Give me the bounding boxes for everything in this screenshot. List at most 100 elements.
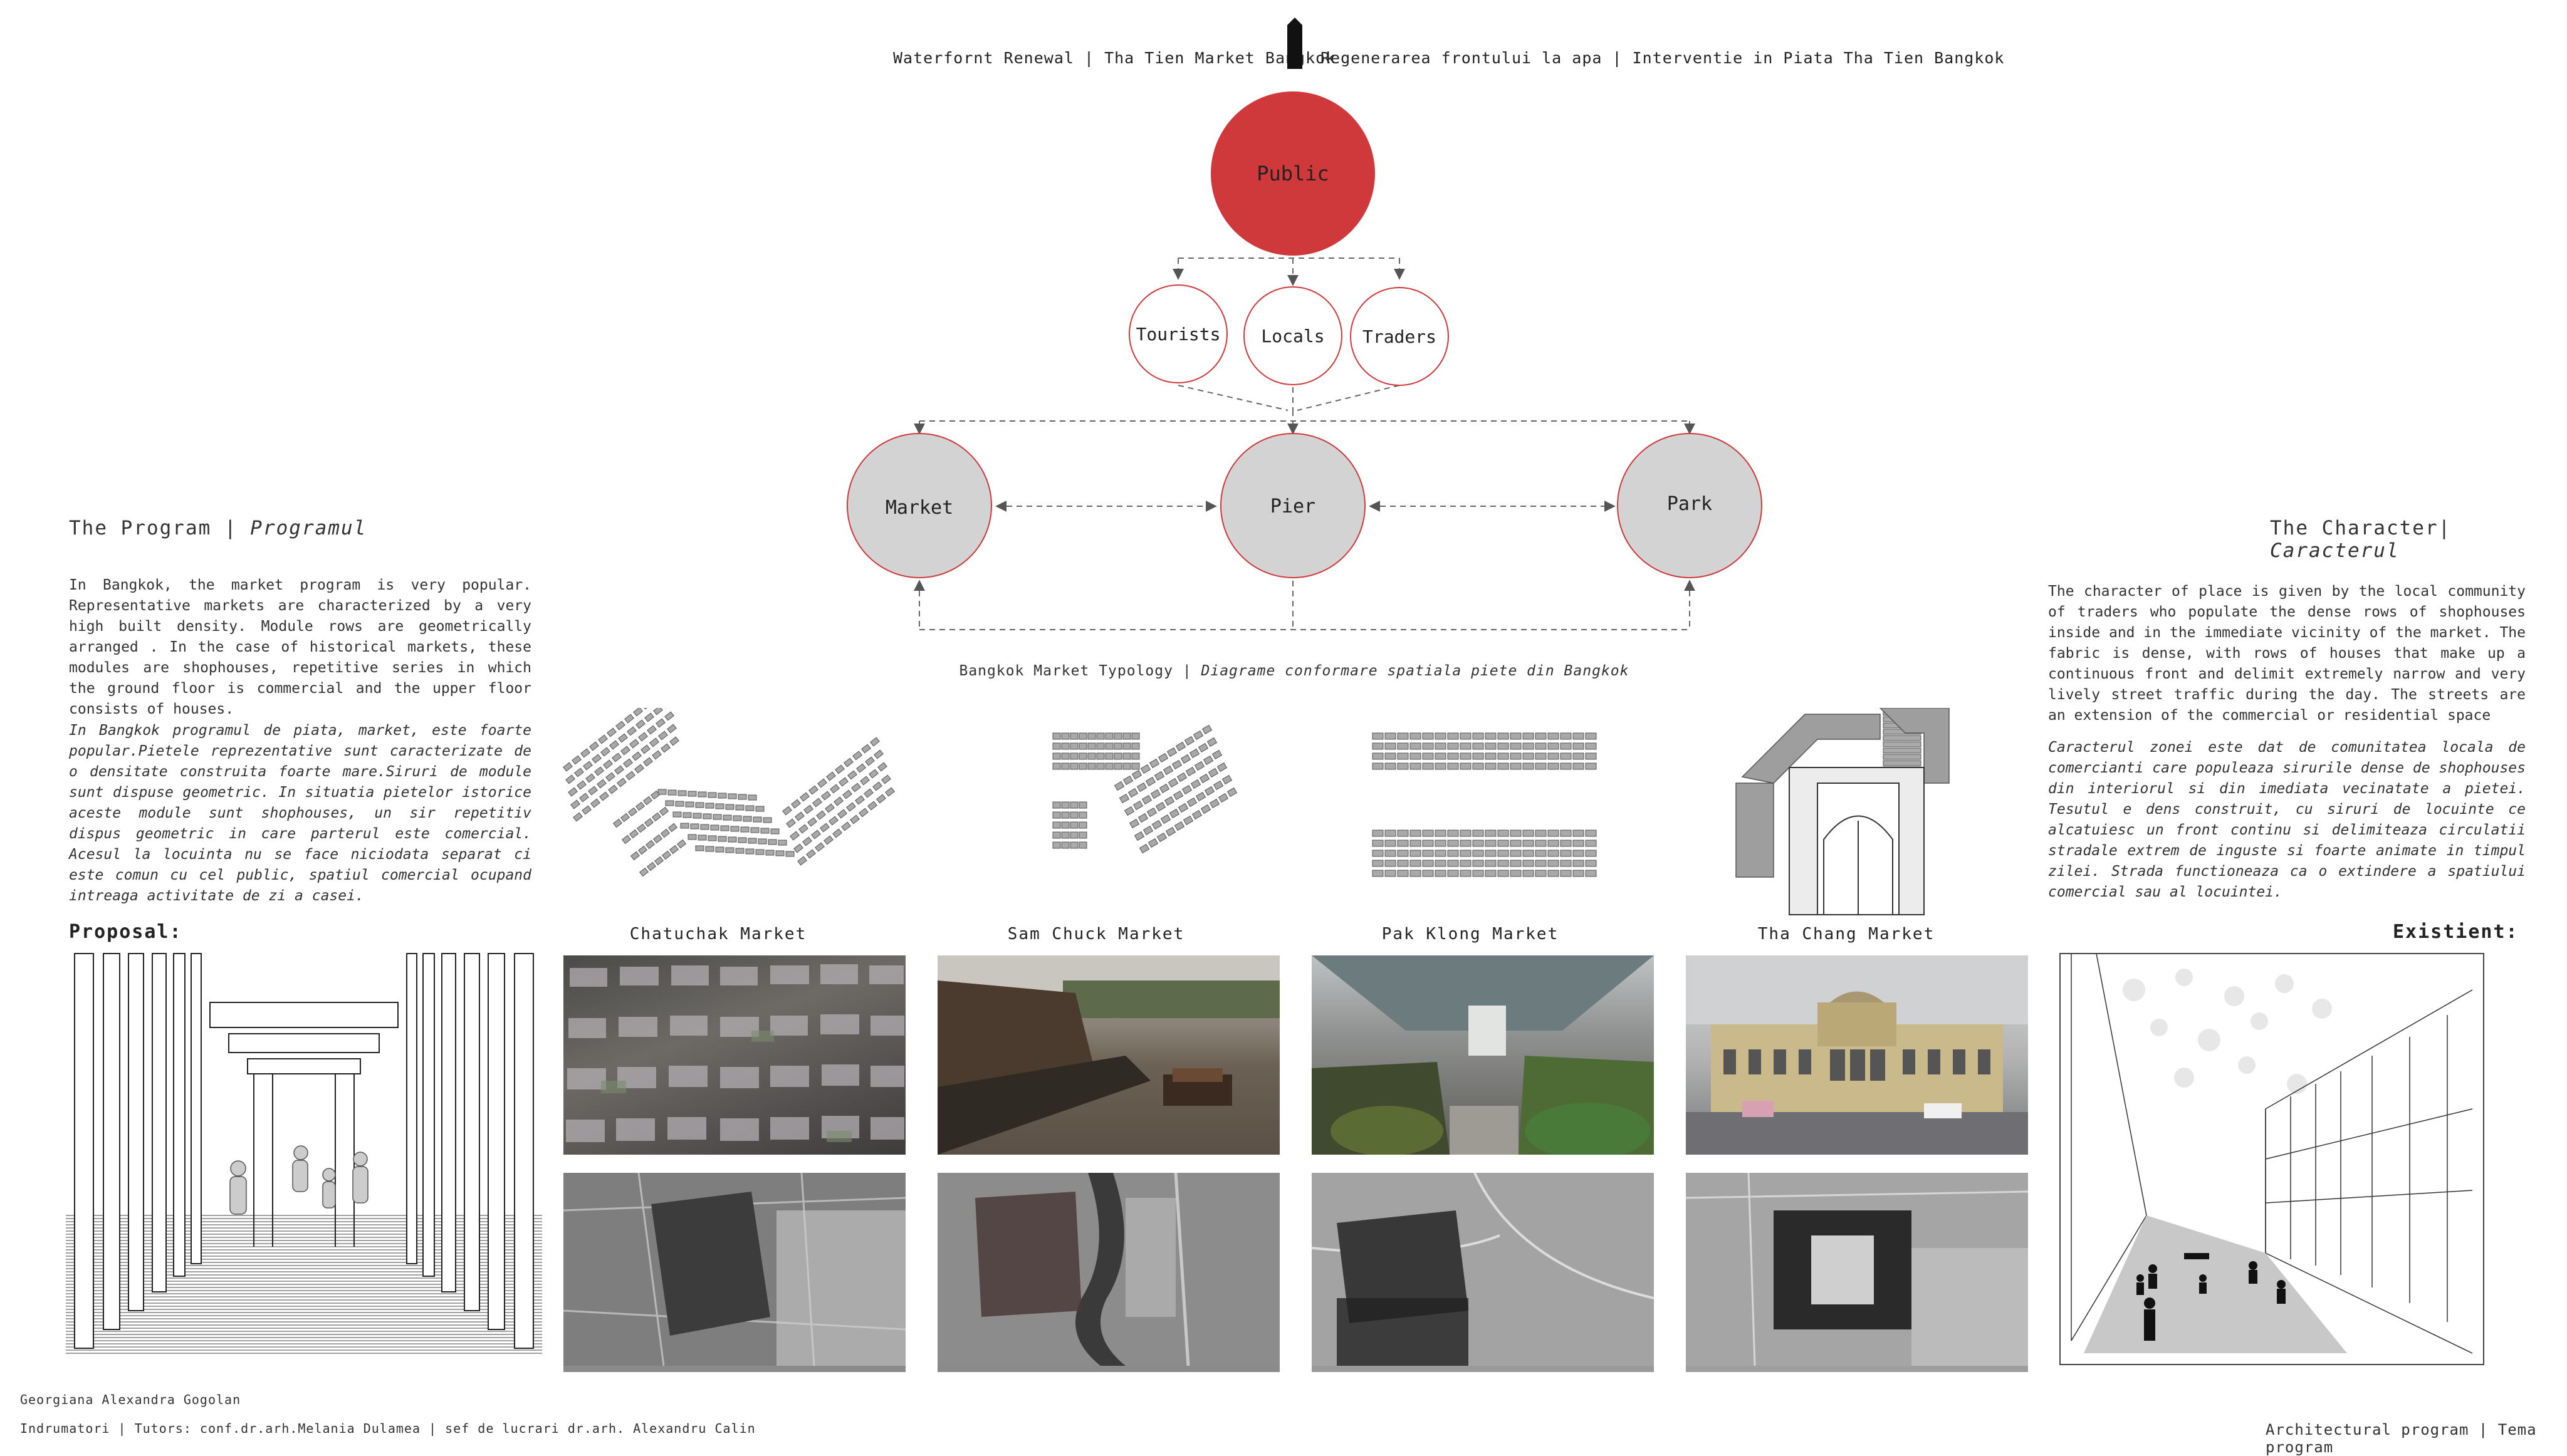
- market-module: [1460, 840, 1472, 847]
- market-module: [869, 769, 879, 779]
- market-module: [653, 834, 662, 844]
- market-module: [1136, 782, 1148, 793]
- market-module: [658, 731, 668, 741]
- market-module: [1535, 762, 1547, 770]
- market-module: [1485, 732, 1497, 740]
- river-scene: [938, 955, 1280, 1155]
- market-module: [1372, 860, 1384, 867]
- chatuchak-photo: [563, 955, 906, 1155]
- market-module: [629, 829, 639, 839]
- market-module: [832, 828, 842, 838]
- market-module: [791, 799, 801, 809]
- market-module: [753, 816, 762, 823]
- proposal-people: [229, 1145, 369, 1215]
- market-module: [563, 762, 573, 772]
- market-module: [760, 828, 770, 834]
- market-module: [1141, 794, 1153, 805]
- market-module: [1061, 742, 1070, 750]
- market-title-pak-klong: Pak Klong Market: [1381, 925, 1559, 944]
- existing-street-perspective: [2059, 953, 2484, 1365]
- market-module: [1372, 840, 1384, 847]
- market-module: [1159, 783, 1170, 794]
- market-module: [634, 764, 644, 774]
- market-module: [728, 793, 737, 799]
- proposal-label: Proposal:: [69, 921, 182, 943]
- market-module: [1087, 732, 1096, 740]
- market-module: [1883, 735, 1921, 741]
- market-module: [1190, 779, 1201, 789]
- market-module: [730, 826, 740, 832]
- market-module: [1547, 829, 1559, 837]
- typology-caption-ro: Diagrame conformare spatiala piete din B…: [1201, 663, 1629, 679]
- market-module: [735, 848, 745, 854]
- market-module: [748, 794, 757, 801]
- market-module: [740, 826, 750, 833]
- market-module: [1422, 870, 1434, 877]
- market-module: [1158, 752, 1169, 763]
- market-module: [790, 831, 800, 841]
- market-module: [603, 759, 613, 769]
- market-module: [1384, 742, 1396, 750]
- market-module: [1510, 870, 1522, 877]
- connector-line: [1178, 385, 1289, 411]
- market-module: [1201, 724, 1213, 735]
- market-module: [592, 754, 602, 764]
- market-module: [1052, 831, 1061, 839]
- market-module: [1174, 821, 1185, 831]
- market-module: [1510, 752, 1522, 760]
- market-module: [1883, 741, 1921, 747]
- market-module: [835, 764, 845, 774]
- market-module: [834, 796, 844, 806]
- market-module: [698, 835, 707, 841]
- market-module: [1070, 732, 1079, 740]
- market-module: [803, 804, 813, 814]
- market-module: [1572, 850, 1584, 857]
- street-buildings: [2071, 953, 2473, 1354]
- market-module: [750, 827, 760, 833]
- market-module: [870, 737, 880, 747]
- market-module: [1087, 762, 1096, 770]
- market-module: [1422, 762, 1434, 770]
- market-module: [687, 834, 697, 840]
- market-module: [1203, 755, 1214, 766]
- market-module: [748, 838, 757, 844]
- tha-chang-aerial: [1686, 1173, 2028, 1372]
- public-label: Public: [1257, 162, 1329, 185]
- character-title: The Character| Caracterul: [2270, 517, 2567, 562]
- market-module: [1547, 870, 1559, 877]
- market-module: [823, 835, 834, 845]
- market-module: [1105, 742, 1114, 750]
- market-module: [806, 849, 816, 859]
- market-module: [1585, 762, 1597, 770]
- market-module: [693, 813, 702, 819]
- market-module: [1522, 850, 1534, 857]
- market-module: [867, 801, 877, 811]
- market-module: [1052, 752, 1061, 760]
- market-module: [1200, 804, 1211, 814]
- market-module: [1497, 870, 1509, 877]
- market-module: [1460, 850, 1472, 857]
- market-module: [1535, 732, 1547, 740]
- market-module: [1497, 742, 1509, 750]
- market-module: [738, 794, 747, 800]
- market-module: [1560, 762, 1572, 770]
- character-title-ro: Caracterul: [2270, 539, 2400, 562]
- market-module: [672, 811, 682, 818]
- market-module: [1114, 762, 1122, 770]
- market-circle: [847, 433, 992, 578]
- market-module: [1176, 772, 1188, 783]
- market-module: [1129, 818, 1140, 829]
- market-module: [1070, 841, 1079, 849]
- market-module: [639, 867, 649, 877]
- program-footer: Architectural program | Tema program: [2266, 1421, 2537, 1456]
- aerial-map: [1312, 1173, 1654, 1366]
- market-module: [1052, 742, 1061, 750]
- market-hall: [1312, 955, 1654, 1155]
- market-module: [1585, 870, 1597, 877]
- market-module: [1154, 771, 1165, 781]
- market-module: [1447, 870, 1459, 877]
- market-module: [1199, 773, 1210, 784]
- market-module: [1397, 752, 1409, 760]
- market-module: [745, 848, 755, 855]
- market-module: [1087, 752, 1096, 760]
